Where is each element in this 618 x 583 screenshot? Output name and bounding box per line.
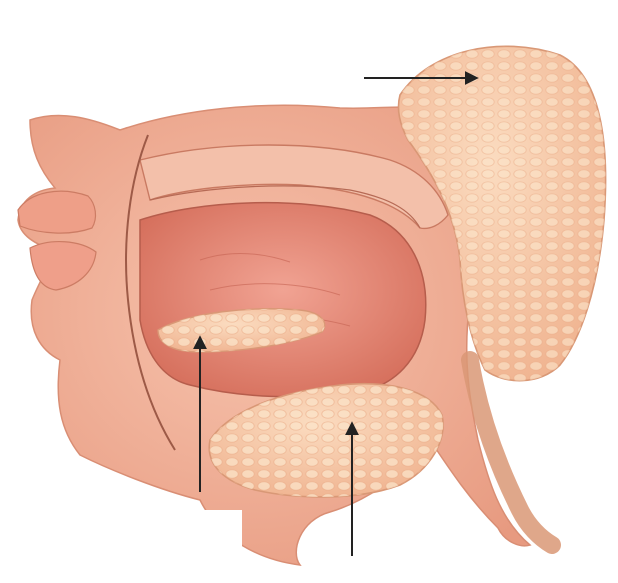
parotid-duct (470, 360, 552, 545)
label-box-bottom-left (32, 510, 242, 568)
label-box-top-left (20, 20, 348, 90)
oral-cavity (140, 203, 426, 397)
